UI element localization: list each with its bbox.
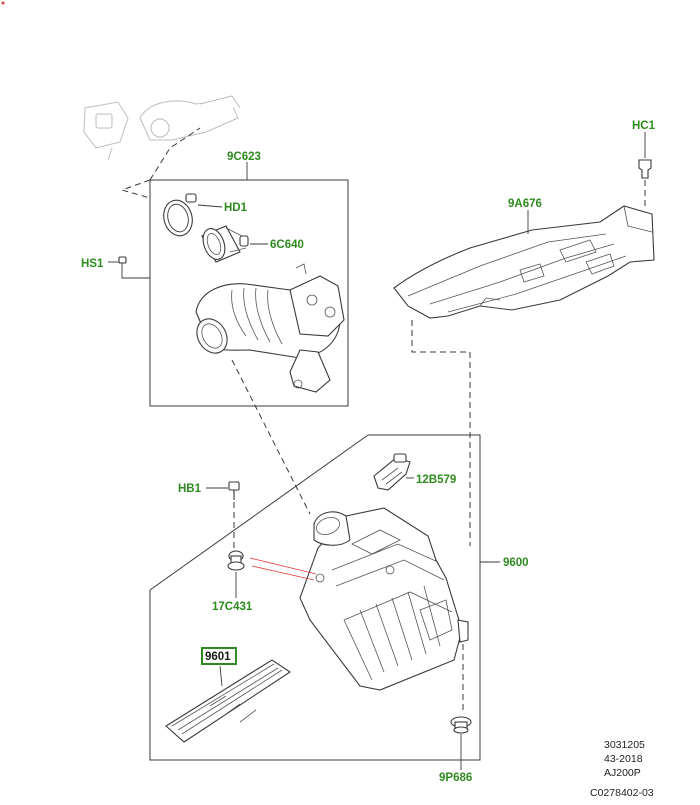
red-leader-2 <box>251 565 315 581</box>
air-cleaner-housing <box>299 507 469 714</box>
intake-hose <box>195 263 345 393</box>
label-hc1: HC1 <box>632 120 656 132</box>
background-engine-component <box>83 95 241 161</box>
ref-line-3: AJ200P <box>604 767 641 779</box>
screw-hs1 <box>108 256 150 279</box>
sensor-12b579 <box>373 453 414 491</box>
grommet-9p686 <box>450 716 472 770</box>
air-cleaner-frame <box>149 434 500 761</box>
hose-connector-line <box>231 359 311 515</box>
bracket-9a676 <box>393 205 655 319</box>
filter-element-9601 <box>165 647 291 743</box>
label-9p686: 9P686 <box>439 772 472 784</box>
bolt-hb1 <box>206 481 240 548</box>
label-9601: 9601 <box>205 651 231 663</box>
label-9a676: 9A676 <box>508 198 542 210</box>
label-hb1: HB1 <box>178 483 202 495</box>
ref-line-1: 3031205 <box>604 739 645 751</box>
reference-block: 3031205 43-2018 AJ200P C0278402-03 <box>590 739 654 799</box>
clamp-hd1 <box>163 193 223 237</box>
label-hs1: HS1 <box>81 258 104 270</box>
hose-assembly-frame <box>120 127 349 407</box>
fastener-hc1 <box>638 132 652 210</box>
label-17c431: 17C431 <box>212 601 253 613</box>
corner-mark <box>1 1 5 5</box>
label-9600: 9600 <box>503 557 529 569</box>
ref-line-2: 43-2018 <box>604 753 643 765</box>
label-12b579: 12B579 <box>416 474 456 486</box>
grommet-17c431 <box>227 550 245 598</box>
coupling-6c640 <box>201 225 268 263</box>
label-9c623: 9C623 <box>227 151 261 163</box>
bracket-connector-line <box>411 320 471 546</box>
label-6c640: 6C640 <box>270 239 304 251</box>
label-hd1: HD1 <box>224 202 248 214</box>
red-leader-1 <box>249 557 317 575</box>
ref-line-4: C0278402-03 <box>590 787 654 799</box>
